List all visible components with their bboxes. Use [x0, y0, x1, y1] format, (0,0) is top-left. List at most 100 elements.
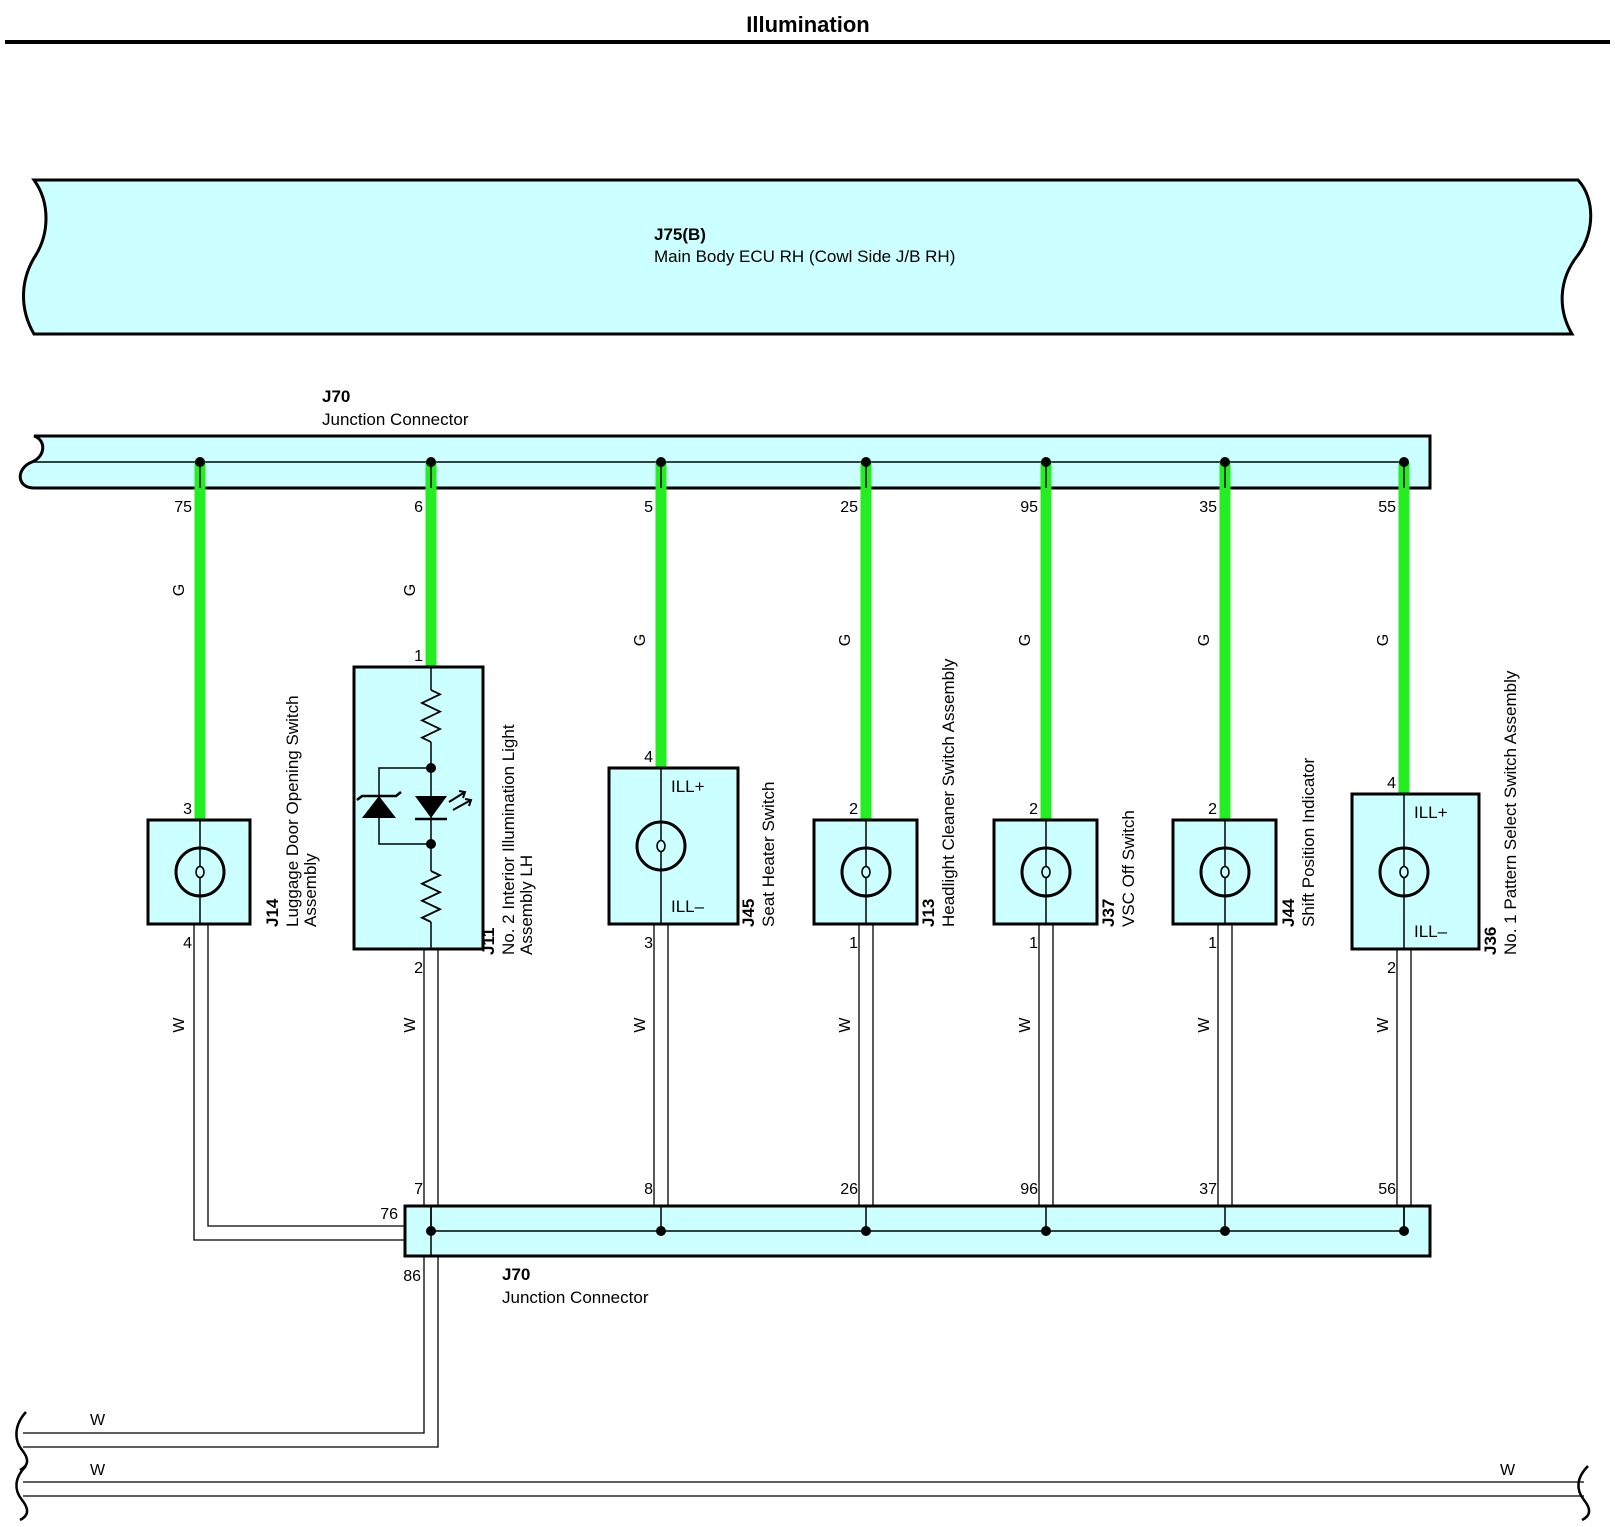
splice-dot [426, 457, 436, 467]
component-code: J14 [263, 898, 282, 927]
zener-icon [362, 796, 396, 818]
component-name: No. 1 Pattern Select Switch Assembly [1501, 670, 1520, 955]
through-wire [23, 1481, 1584, 1497]
top-pin-label: 5 [644, 499, 653, 516]
splice-dot [656, 457, 666, 467]
break-mark-left-upper [15, 1411, 29, 1472]
wire-color-label: W [171, 1017, 188, 1033]
wire-color-label: G [1017, 634, 1034, 646]
splice-dot [1399, 1226, 1409, 1236]
bulb-filament [1220, 865, 1230, 879]
wire-color-label: W [1375, 1017, 1392, 1033]
zener-bar [356, 791, 402, 801]
component-code: J11 [479, 928, 498, 955]
component-name: No. 2 Interior Illumination Light [499, 724, 518, 955]
led-emission-arrow [448, 790, 467, 803]
splice-dot [1041, 1226, 1051, 1236]
out-pin-label: 1 [1029, 935, 1038, 952]
white-wire [1217, 924, 1233, 1206]
out-pin-label: 1 [1208, 935, 1217, 952]
top-connector-name: Junction Connector [322, 410, 469, 429]
wire-color-label: W [632, 1017, 649, 1033]
component-code: J36 [1481, 927, 1500, 955]
in-pin-label: 4 [644, 749, 653, 766]
bottom-pin-label: 7 [414, 1181, 423, 1198]
splice-dot [1399, 457, 1409, 467]
bottom-connector-name: Junction Connector [502, 1288, 649, 1307]
white-wire [423, 949, 439, 1206]
out-pin-label: 4 [183, 935, 192, 952]
out-pin-label: 2 [1387, 960, 1396, 977]
component-name: VSC Off Switch [1119, 810, 1138, 927]
bottom-pin-label: 37 [1199, 1181, 1217, 1198]
component-name-line2: Assembly LH [517, 855, 536, 955]
bottom-pin-label: 96 [1020, 1181, 1038, 1198]
in-pin-label: 2 [1208, 801, 1217, 818]
wire-color-label: G [1196, 634, 1213, 646]
white-wire [653, 924, 669, 1206]
wire-color-label: W [402, 1017, 419, 1033]
top-pin-label: 35 [1199, 499, 1217, 516]
ecu-box [22, 178, 1593, 336]
white-wire [1396, 949, 1412, 1206]
splice-dot [1220, 1226, 1230, 1236]
in-pin-label: 1 [414, 648, 423, 665]
component-name: Luggage Door Opening Switch [283, 695, 302, 927]
top-connector-code: J70 [322, 387, 350, 406]
bottom-pin-label: 56 [1378, 1181, 1396, 1198]
bottom-wire-label-3: W [1500, 1462, 1516, 1479]
wire-color-label: G [171, 584, 188, 596]
in-pin-label: 3 [183, 801, 192, 818]
splice-dot [656, 1226, 666, 1236]
ill-plus-label: ILL+ [1414, 803, 1448, 822]
top-pin-label: 55 [1378, 499, 1396, 516]
bottom-pin-label: 26 [840, 1181, 858, 1198]
component-name: Shift Position Indicator [1299, 758, 1318, 927]
in-pin-label: 4 [1387, 775, 1396, 792]
bottom-pin-label: 8 [644, 1181, 653, 1198]
ill-minus-label: ILL– [671, 897, 705, 916]
wire-color-label: W [837, 1017, 854, 1033]
bulb-filament [195, 865, 205, 879]
resistor-icon [419, 689, 443, 743]
top-pin-label: 75 [174, 499, 192, 516]
pin-76: 76 [380, 1206, 398, 1223]
pin-86: 86 [403, 1268, 421, 1285]
bulb-filament [1041, 865, 1051, 879]
splice-dot [195, 457, 205, 467]
wire-color-label: G [1375, 634, 1392, 646]
wire-color-label: G [402, 584, 419, 596]
splice-dot [861, 457, 871, 467]
wire-color-label: W [1196, 1017, 1213, 1033]
top-pin-label: 6 [414, 499, 423, 516]
wire-color-label: W [1017, 1017, 1034, 1033]
white-wire [1038, 924, 1054, 1206]
white-wire [193, 924, 209, 928]
led-icon [415, 796, 447, 818]
white-wire [858, 924, 874, 1206]
resistor-icon [419, 870, 443, 923]
component-code: J44 [1279, 898, 1298, 927]
wire-color-label: G [837, 634, 854, 646]
out-pin-label: 2 [414, 960, 423, 977]
out-pin-label: 1 [849, 935, 858, 952]
splice-dot [1220, 457, 1230, 467]
bottom-wire-label-2: W [90, 1462, 106, 1479]
top-pin-label: 25 [840, 499, 858, 516]
pin86-wire [23, 1256, 439, 1448]
j14-return-wire [193, 928, 405, 1241]
